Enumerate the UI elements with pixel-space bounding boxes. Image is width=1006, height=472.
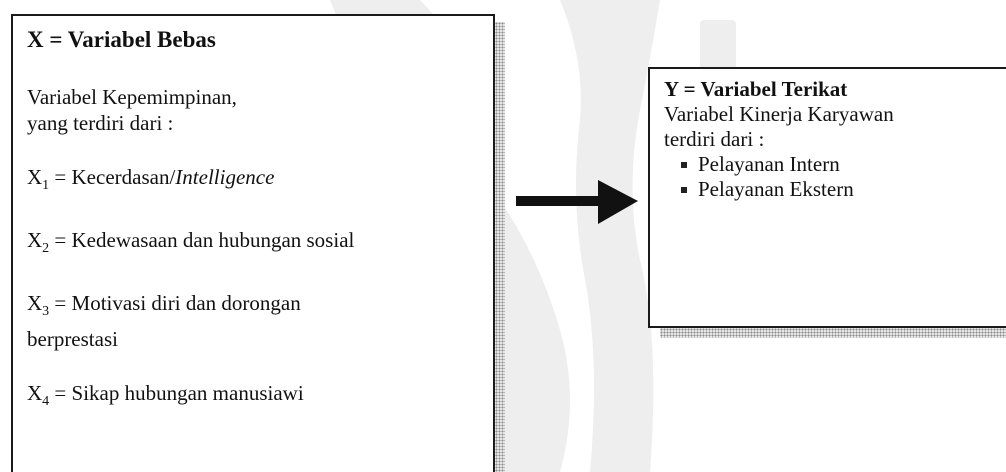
variable-x3: X3 = Motivasi diri dan dorongan berprest…	[27, 291, 301, 351]
variable-x2: X2 = Kedewasaan dan hubungan sosial	[27, 228, 355, 257]
intro-line-2: yang terdiri dari :	[27, 111, 174, 135]
variable-x1: X1 = Kecerdasan/Intelligence	[27, 165, 275, 194]
leadership-intro: Variabel Kepemimpinan, yang terdiri dari…	[27, 84, 479, 136]
independent-variable-title: X = Variabel Bebas	[27, 27, 216, 52]
performance-line-1: Variabel Kinerja Karyawan	[664, 102, 894, 126]
independent-variable-box: X = Variabel Bebas Variabel Kepemimpinan…	[11, 14, 495, 472]
right-box-shadow	[660, 328, 1006, 338]
list-item: Pelayanan Intern	[678, 152, 998, 177]
intro-line-1: Variabel Kepemimpinan,	[27, 85, 237, 109]
dependent-variable-title: Y = Variabel Terikat	[664, 77, 848, 101]
list-item: Pelayanan Ekstern	[678, 177, 998, 202]
right-arrow-icon	[516, 180, 638, 224]
left-box-shadow	[495, 22, 505, 472]
service-list: Pelayanan Intern Pelayanan Ekstern	[678, 152, 998, 202]
intelligence-term: Intelligence	[175, 165, 275, 189]
dependent-variable-box: Y = Variabel Terikat Variabel Kinerja Ka…	[648, 67, 1006, 328]
variable-x4: X4 = Sikap hubungan manusiawi	[27, 380, 304, 409]
performance-line-2: terdiri dari :	[664, 127, 765, 151]
